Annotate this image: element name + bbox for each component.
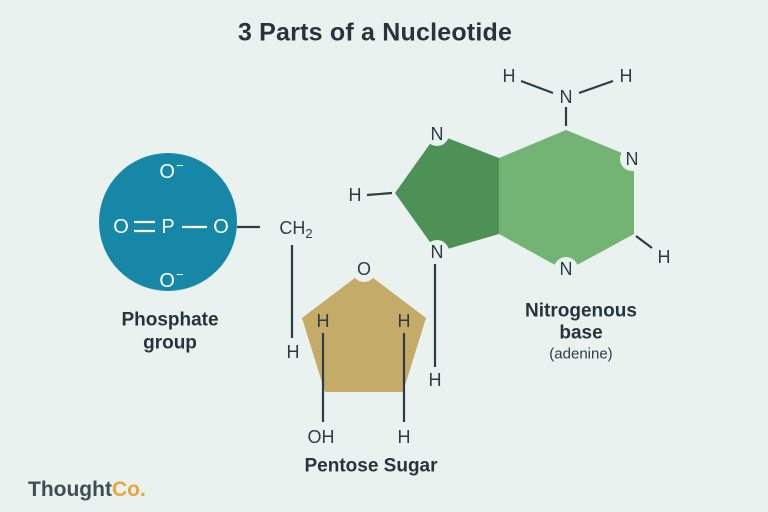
base-n-ring6-right: N (625, 149, 639, 169)
ring5-h-left-bond (366, 191, 393, 197)
sugar-oxygen-notch (352, 258, 376, 282)
thoughtco-logo: ThoughtCo. (28, 478, 146, 502)
base-label-line2: base (559, 322, 603, 344)
n-notch-ring6-right (620, 147, 644, 171)
phosphate-label-line2: group (143, 332, 197, 354)
sugar-hydroxyl: OH (307, 427, 335, 447)
page-title: 3 Parts of a Nucleotide (237, 18, 513, 47)
amine-h-left-bond (520, 79, 554, 95)
base-label-line3: (adenine) (549, 345, 613, 363)
sugar-h-outer-left: H (286, 342, 300, 362)
sugar-label: Pentose Sugar (304, 455, 438, 477)
n-notch-ring5-top (425, 122, 449, 146)
sugar-h-outer-right: H (428, 370, 442, 390)
base-label-line1: Nitrogenous (525, 300, 637, 322)
charge-minus: − (175, 267, 184, 282)
base-n-ring5-bottom: N (430, 242, 444, 262)
n-notch-ring5-bottom (425, 240, 449, 264)
logo-thought-text: Thought (28, 478, 112, 501)
phosphate-o-right: O (213, 216, 229, 238)
base-n-ring5-top: N (430, 124, 444, 144)
phosphate-o-bottom: O− (159, 268, 183, 292)
atom-symbol: O (159, 161, 175, 183)
carbon-symbol: CH (279, 218, 306, 238)
ch2-group: CH2 (279, 218, 312, 240)
charge-minus: − (175, 158, 184, 173)
phosphate-label-line1: Phosphate (121, 309, 219, 331)
base-h-ring5-left: H (348, 185, 362, 205)
logo-co-text: Co. (111, 478, 146, 501)
sugar-h-inner-right: H (397, 311, 411, 331)
amine-h-right: H (619, 66, 633, 86)
phosphate-circle (99, 153, 237, 291)
base-n-ring6-bottom: N (559, 259, 573, 279)
phosphate-p: P (161, 216, 175, 238)
amine-h-left: H (502, 66, 516, 86)
sugar-oxygen: O (356, 259, 372, 279)
base-h-ring6-right: H (657, 247, 671, 267)
pentose-sugar-pentagon (302, 271, 426, 392)
base-six-ring-hexagon (499, 130, 634, 271)
amine-h-right-bond (578, 79, 614, 95)
phosphate-o-left: O (113, 216, 129, 238)
sugar-h-inner-left: H (316, 311, 330, 331)
base-five-ring-pentagon (395, 134, 499, 252)
sugar-h-bottom: H (397, 427, 411, 447)
ring6-h-right-bond (635, 235, 653, 249)
subscript-2: 2 (305, 226, 313, 241)
atom-symbol: O (159, 270, 175, 292)
amine-nitrogen: N (559, 87, 573, 107)
phosphate-o-top: O− (159, 159, 183, 183)
n-notch-ring6-bottom (554, 257, 578, 281)
